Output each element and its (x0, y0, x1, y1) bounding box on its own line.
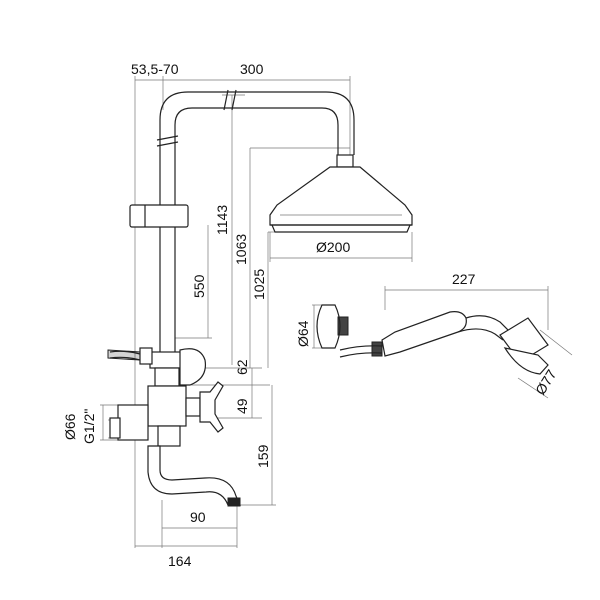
dim-height-62: 62 (234, 359, 250, 375)
dimension-lines (100, 76, 573, 548)
slider-bracket (129, 204, 189, 228)
dim-top-width: 300 (240, 61, 264, 77)
dim-inlet-thread: G1/2" (81, 409, 97, 444)
dim-hand-length: 227 (452, 271, 476, 287)
dim-hand-holder-diameter: Ø64 (295, 320, 311, 347)
dimension-labels: 53,5-70 300 1143 1063 1025 550 62 49 159… (62, 61, 560, 569)
overhead-shower-head (269, 154, 413, 233)
dim-height-total: 1143 (214, 205, 230, 235)
dim-inlet-diameter: Ø66 (62, 413, 78, 440)
dim-head-diameter: Ø200 (316, 239, 350, 255)
dim-spout-90: 90 (190, 509, 206, 525)
dim-top-offset: 53,5-70 (131, 61, 179, 77)
mixer-body (107, 347, 224, 447)
dim-height-head-bottom: 1025 (251, 269, 267, 300)
dim-height-slider: 550 (191, 274, 207, 298)
dim-height-head: 1063 (233, 234, 249, 265)
dim-spout-164: 164 (168, 553, 192, 569)
hand-shower (316, 304, 549, 375)
dim-height-159: 159 (255, 444, 271, 468)
riser-pipe (156, 89, 355, 355)
bath-spout (147, 445, 241, 507)
dim-height-49: 49 (234, 398, 250, 414)
